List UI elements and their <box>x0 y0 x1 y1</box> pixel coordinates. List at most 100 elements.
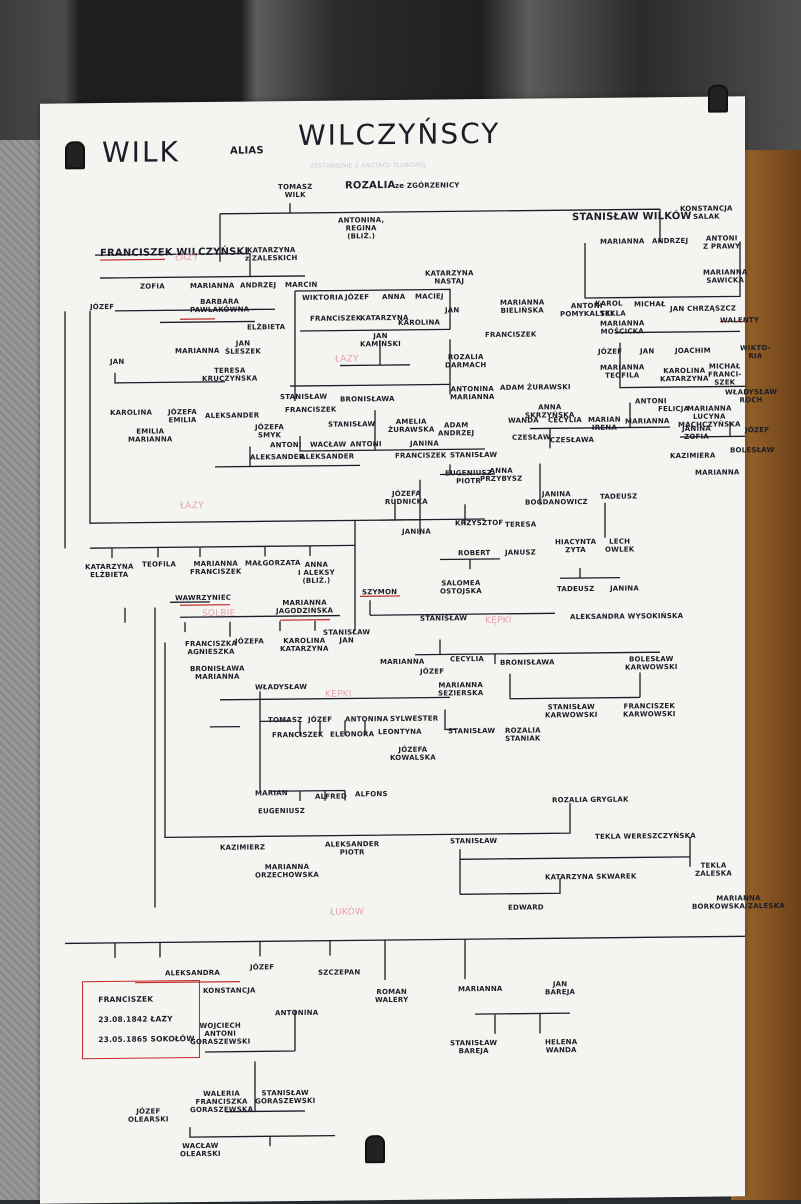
person-marianna-borkowska: MARIANNA BORKOWSKA/ZALESKA <box>692 894 785 911</box>
person-szymon: SZYMON <box>362 587 398 597</box>
person-amelia-zurawska: AMELIA ŻURAWSKA <box>388 417 435 435</box>
person-karol: KAROL <box>595 299 623 308</box>
person-marian-irena: MARIAN IRENA <box>588 415 621 432</box>
person-katarzyna-elzbieta: KATARZYNA ELŻBIETA <box>85 562 134 580</box>
person-jozef: JÓZEF <box>345 293 370 302</box>
person-wladyslaw: WŁADYSŁAW <box>255 682 308 692</box>
person-karolina: KAROLINA <box>110 408 153 417</box>
person-leontyna: LEONTYNA <box>378 727 422 737</box>
person-roman-walery: ROMAN WALERY <box>375 987 409 1005</box>
person-wawrzyniec: WAWRZYNIEC <box>175 593 232 603</box>
person-felicja: FELICJA <box>658 404 690 414</box>
box-name: FRANCISZEK <box>98 994 154 1005</box>
person-szczepan: SZCZEPAN <box>318 968 361 977</box>
person-franciszek-karwowski: FRANCISZEK KARWOWSKI <box>623 702 676 719</box>
person-aleksander-piotr: ALEKSANDER PIOTR <box>325 840 380 857</box>
person-waclaw: WACŁAW <box>310 440 347 449</box>
place-lazy: ŁAZY <box>180 500 204 512</box>
person-marianna-jagodzinska: MARIANNA JAGODZIŃSKA <box>276 598 334 616</box>
person-maciej: MACIEJ <box>415 292 444 301</box>
person-walenty: WALENTY <box>720 316 760 325</box>
person-antonina: ANTONINA <box>275 1008 319 1018</box>
person-franciszek: FRANCISZEK <box>485 330 537 340</box>
person-stanislaw-goraszewski: STANISŁAW GORASZEWSKI <box>255 1088 316 1106</box>
box-death: 23.05.1865 SOKOŁÓW <box>98 1034 195 1045</box>
person-marianna: MARIANNA <box>190 281 235 291</box>
person-marianna-orzechowska: MARIANNA ORZECHOWSKA <box>255 862 319 880</box>
person-jan-bareja: JAN BAREJA <box>545 980 576 997</box>
person-teofila: TEOFILA <box>142 560 177 569</box>
person-marianna-sezierska: MARIANNA SEZIERSKA <box>438 681 484 698</box>
person-janina: JANINA <box>402 527 431 536</box>
person-place-zgorzenica: ze ZGÓRZENICY <box>395 181 460 190</box>
person-marianna: MARIANNA <box>600 237 645 246</box>
person-jozef: JÓZEF <box>250 963 275 972</box>
person-anna-przybysz: ANNA PRZYBYSZ <box>480 466 523 484</box>
person-aleksandra-wysokinska: ALEKSANDRA WYSOKIŃSKA <box>570 611 684 622</box>
person-marianna-sawicka: MARIANNA SAWICKA <box>703 268 748 285</box>
person-joachim: JOACHIM <box>675 346 711 356</box>
person-aleksandra: ALEKSANDRA <box>165 968 221 978</box>
place-lukow: ŁUKÓW <box>330 907 365 918</box>
person-jozefa-smyk: JÓZEFA SMYK <box>255 423 285 440</box>
person-stanislaw-bareja: STANISŁAW BAREJA <box>450 1038 498 1056</box>
person-marianna: MARIANNA <box>175 346 220 356</box>
person-adam-andrzej: ADAM ANDRZEJ <box>438 421 475 438</box>
person-stanislaw: STANISŁAW <box>280 392 328 402</box>
person-anna-aleksy: ANNA I ALEKSY (BLIŹ.) <box>298 560 335 585</box>
person-waclaw-olearski: WACŁAW OLEARSKI <box>180 1141 221 1159</box>
person-hiacynta-zyta: HIACYNTA ZYTA <box>555 537 597 555</box>
person-andrzej: ANDRZEJ <box>652 236 689 246</box>
person-antoni-z-prawy: ANTONI Z PRAWY <box>703 234 741 251</box>
title-wilk: WILK <box>102 135 180 170</box>
faded-subtitle: ZESTAWIENIE Z ANOTACJI ŚLUBOWEJ <box>310 161 426 170</box>
person-jozefa-emilia: JÓZEFA EMILIA <box>168 408 198 425</box>
person-wladyslaw-roch: WŁADYSŁAW ROCH <box>725 387 778 405</box>
person-bronislawa: BRONISŁAWA <box>500 658 555 667</box>
person-jozefa-rudnicka: JÓZEFA RUDNICKA <box>385 489 428 507</box>
person-cecylia: CECYLIA <box>450 655 485 664</box>
person-marianna-franciszek: MARIANNA FRANCISZEK <box>190 559 242 577</box>
person-jozef: JÓZEF <box>308 715 333 724</box>
person-andrzej: ANDRZEJ <box>240 281 277 290</box>
person-stanislaw-karwowski: STANISŁAW KARWOWSKI <box>545 702 598 720</box>
person-michal-franciszek: MICHAŁ FRANCI- SZEK <box>708 362 742 387</box>
person-janusz: JANUSZ <box>505 548 536 557</box>
person-rozalia-staniak: ROZALIA STANIAK <box>505 726 541 743</box>
person-barbara-pawlakowna: BARBARA PAWLAKÓWNA <box>190 297 250 315</box>
person-tomasz-wilk: TOMASZ WILK <box>278 182 313 200</box>
person-jan-kaminski: JAN KAMIŃSKI <box>360 332 401 349</box>
person-tadeusz: TADEUSZ <box>557 584 595 594</box>
person-marianna: MARIANNA <box>458 984 503 994</box>
person-lech-owlek: LECH OWLEK <box>605 537 635 554</box>
person-jan-chrzaszcz: JAN CHRZĄSZCZ <box>670 304 737 314</box>
person-wiktoria: WIKTORIA <box>302 293 344 302</box>
person-bronislawa-marianna: BRONISŁAWA MARIANNA <box>190 664 245 682</box>
person-eleonora: ELEONORA <box>330 730 375 739</box>
person-jozefa: JÓZEFA <box>235 637 265 646</box>
person-marianna-moscicka: MARIANNA MOŚCICKA <box>600 319 645 336</box>
person-jozef: JÓZEF <box>420 667 445 676</box>
title-surname: WILCZYŃSCY <box>298 116 501 152</box>
person-tadeusz: TADEUSZ <box>600 492 638 501</box>
person-marianna: MARIANNA <box>625 417 670 426</box>
person-marianna: MARIANNA <box>380 657 425 667</box>
person-salomea-ostojska: SALOMEA OSTOJSKA <box>440 579 482 596</box>
person-robert: ROBERT <box>458 548 491 558</box>
person-cecylia: CECYLIA <box>548 416 583 425</box>
person-stanislaw: STANISŁAW <box>448 726 496 736</box>
person-eugeniusz: EUGENIUSZ <box>258 806 306 816</box>
person-katarzyna-zaleskich: KATARZYNA z ZALESKICH <box>245 246 298 263</box>
person-sylwester: SYLWESTER <box>390 714 439 724</box>
background-easel <box>0 140 40 1200</box>
place-lazy: ŁAZY <box>175 253 199 264</box>
person-antonina-regina: ANTONINA, REGINA (BLIŹ.) <box>338 216 385 241</box>
place-sulbie: SOLBIE <box>202 608 236 619</box>
person-franciszek: FRANCISZEK <box>285 405 337 415</box>
person-aleksander: ALEKSANDER <box>250 452 305 462</box>
person-waleria-goraszewska: WALERIA FRANCISZKA GORASZEWSKA <box>190 1089 254 1115</box>
person-adam-zurawski: ADAM ŻURAWSKI <box>500 383 571 392</box>
person-rozalia-darmach: ROZALIA DARMACH <box>445 353 487 370</box>
person-boleslaw: BOLESŁAW <box>730 445 775 455</box>
person-janina: JANINA <box>410 439 439 448</box>
